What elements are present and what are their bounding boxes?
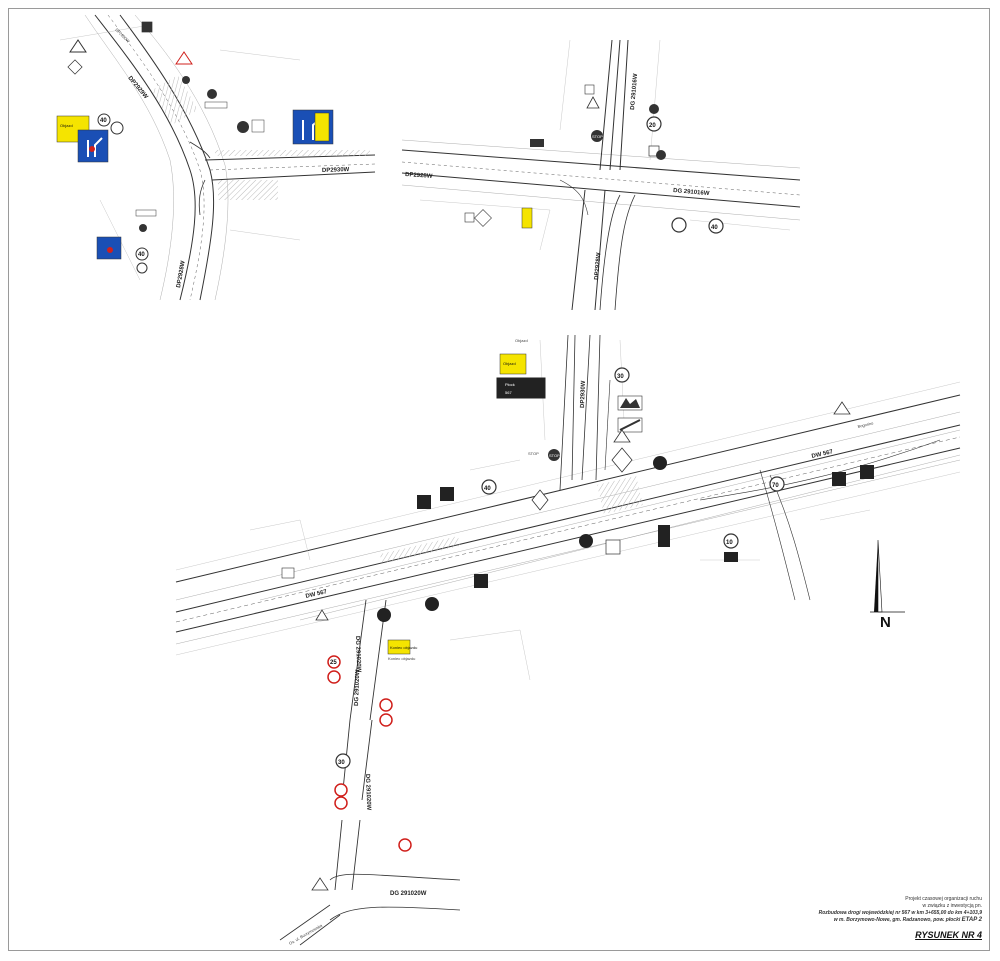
speed-40-a-text: 40	[100, 118, 107, 124]
blue-lane-sign	[77, 129, 109, 163]
north-label: N	[880, 614, 891, 631]
title-line-3: Rozbudowa drogi wojewódzkiej nr 567 w km…	[818, 910, 982, 916]
stop-b-text: STOP	[549, 453, 560, 458]
title-line-2: w związku z inwestycją pn.	[922, 903, 982, 909]
speed-25-text: 25	[330, 660, 337, 666]
stop-c-text: STOP	[528, 451, 539, 456]
road-label-bogorino: Bogorino	[857, 420, 874, 429]
road-label-dg291016w: DG 291016W	[673, 188, 710, 197]
speed-sign-30-b	[335, 753, 351, 769]
road-label-dw567-w: DW 567	[305, 589, 328, 600]
drawing-sheet	[8, 8, 990, 951]
road-label-dp2928w-c: DP2928W	[594, 252, 602, 280]
speed-sign-40-c	[708, 218, 724, 234]
drawing-number: RYSUNEK NR 4	[915, 930, 982, 940]
yellow-sign-top-text: Objazd	[503, 361, 516, 366]
yellow-1-text: Koniec objazdu	[388, 656, 415, 661]
speed-40-d-text: 40	[484, 486, 491, 492]
signs-top-left: Objazd 40 40	[56, 21, 334, 274]
direction-board-text-1: Płock	[505, 382, 515, 387]
speed-70-text: 70	[772, 483, 779, 489]
road-label-dg291020w-h: DG 291020W	[390, 891, 427, 897]
road-label-dg291020w-b: DG 291020W	[354, 669, 361, 706]
stop-sign-a	[591, 130, 603, 142]
speed-sign-25	[327, 655, 341, 669]
title-line-1: Projekt czasowej organizacji ruchu	[905, 896, 982, 902]
stop-a-text: STOP	[592, 134, 603, 139]
speed-sign-30-a	[614, 367, 630, 383]
speed-sign-70	[769, 476, 785, 492]
road-label-dp2929w-b: DP2928W	[176, 260, 187, 288]
speed-sign-40-b	[135, 247, 149, 261]
yellow-sign-end	[387, 639, 411, 655]
road-label-dw567-e: DW 567	[811, 449, 834, 460]
direction-board	[496, 377, 546, 399]
yellow-sign-end-text: Koniec objazdu	[390, 645, 417, 650]
speed-sign-10	[723, 533, 739, 549]
speed-40-c-text: 40	[711, 225, 718, 231]
speed-20-text: 20	[649, 123, 656, 129]
signs-main: Objazd Płock 567 30 STOP 40 70 10	[281, 338, 874, 891]
title-line-4: w m. Borzymowo-Nowe, gm. Radzanowo, pow.…	[722, 917, 982, 924]
yellow-sign-top	[499, 353, 527, 375]
road-label-osiedle: Os. ul. Borzymowska	[288, 922, 324, 946]
etap-label: ETAP 2	[961, 917, 982, 923]
speed-30-a-text: 30	[617, 374, 624, 380]
panel-top-right	[401, 39, 801, 311]
road-label-dp2930w-a: DP2930W	[322, 167, 350, 174]
title-block: Projekt czasowej organizacji ruchu w zwi…	[722, 896, 982, 924]
speed-30-b-text: 30	[338, 760, 345, 766]
panel-top-left	[59, 14, 376, 301]
panel-main	[175, 334, 961, 946]
speed-sign-40-a	[97, 113, 111, 127]
road-label-dp2928w: DP2928W	[405, 172, 433, 180]
road-label-dg291020w-a: DG 291020W	[354, 636, 361, 673]
road-label-dg291016w-v: DG 291016W	[630, 73, 639, 110]
title-line-4-text: w m. Borzymowo-Nowe, gm. Radzanowo, pow.…	[833, 917, 961, 923]
north-arrow	[870, 539, 905, 613]
signs-top-right: 20 STOP 40	[464, 84, 724, 234]
speed-10-text: 10	[726, 540, 733, 546]
road-label-dp2930w-b: DP2930W	[580, 380, 587, 408]
yellow-sign-text: Objazd	[60, 123, 73, 128]
road-label-dp2929w: DP2929W	[126, 75, 148, 100]
stop-sign-b	[548, 449, 560, 461]
direction-board-text-2: 567	[505, 390, 512, 395]
speed-sign-40-d	[481, 479, 497, 495]
speed-40-b-text: 40	[138, 252, 145, 258]
road-label-dg291020w-c: DG 291020W	[364, 774, 371, 811]
yellow-4-text: Objazd	[515, 338, 528, 343]
speed-sign-20	[646, 116, 662, 132]
